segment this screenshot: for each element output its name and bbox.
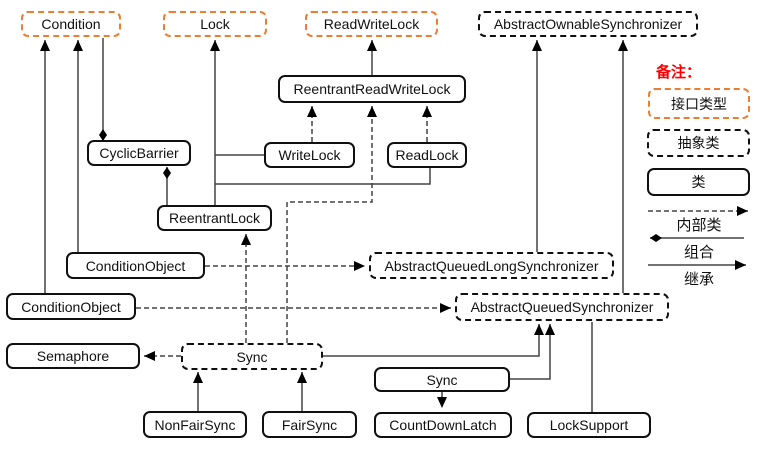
node-label: FairSync — [281, 416, 338, 433]
legend-note: 备注： — [656, 64, 702, 81]
node-label: ReadLock — [395, 147, 459, 163]
node-label: AbstractQueuedSynchronizer — [470, 299, 654, 315]
legend-inheritance-line-label: 继承 — [683, 271, 714, 288]
readlock-joins-lock-line — [215, 168, 431, 185]
legend-innerclass-line-label: 内部类 — [676, 217, 722, 234]
node-sync-abstract: Sync — [181, 343, 323, 370]
node-lock: Lock — [163, 11, 267, 37]
node-label: Semaphore — [36, 348, 110, 364]
node-label: Sync — [426, 371, 458, 388]
legend-box-legend-interface: 接口类型 — [648, 88, 750, 119]
node-cyclicbarrier: CyclicBarrier — [87, 140, 191, 166]
node-label: 类 — [691, 174, 706, 190]
node-label: CountDownLatch — [389, 417, 497, 433]
node-label: 抽象类 — [677, 135, 720, 151]
node-label: ReentrantReadWriteLock — [293, 81, 451, 97]
node-abstractqueuedsynchronizer: AbstractQueuedSynchronizer — [455, 293, 669, 321]
node-label: LockSupport — [549, 417, 629, 433]
node-label: AbstractQueuedLongSynchronizer — [384, 257, 599, 274]
node-reentrantlock: ReentrantLock — [157, 205, 272, 231]
legend-box-legend-class: 类 — [647, 168, 750, 196]
node-label: NonFairSync — [154, 416, 236, 433]
node-abstractownablesynchronizer: AbstractOwnableSynchronizer — [478, 11, 698, 37]
node-label: ReentrantLock — [168, 210, 261, 226]
legend-composition-line-label: 组合 — [683, 244, 714, 261]
node-readlock: ReadLock — [387, 142, 467, 168]
node-label: WriteLock — [278, 147, 341, 163]
node-label: ReadWriteLock — [323, 16, 420, 32]
node-label: Condition — [41, 16, 101, 32]
node-label: Lock — [200, 16, 230, 32]
node-nonfairsync: NonFairSync — [143, 411, 247, 438]
edges-group — [40, 38, 748, 412]
node-condition: Condition — [21, 11, 121, 37]
countdownlatch-sync-extends-aqs — [510, 324, 555, 380]
node-readwritelock: ReadWriteLock — [305, 11, 438, 37]
node-label: ConditionObject — [85, 257, 186, 274]
node-label: CyclicBarrier — [99, 145, 179, 161]
sync-innerclass-of-reentrantreadwritelock — [286, 106, 377, 343]
node-label: ConditionObject — [21, 298, 121, 315]
node-reentrantreadwritelock: ReentrantReadWriteLock — [278, 75, 466, 103]
node-countdownlatch: CountDownLatch — [374, 412, 512, 438]
legend-box-legend-abstract: 抽象类 — [647, 129, 750, 157]
node-label: AbstractOwnableSynchronizer — [493, 16, 683, 32]
node-writelock: WriteLock — [264, 142, 355, 168]
semaphore-sync-extends-aqs — [323, 324, 544, 357]
node-semaphore: Semaphore — [6, 343, 140, 369]
node-fairsync: FairSync — [262, 411, 357, 438]
node-label: 接口类型 — [671, 95, 727, 112]
node-sync-class: Sync — [374, 367, 510, 392]
node-conditionobject-upper: ConditionObject — [66, 252, 205, 279]
node-abstractqueuedlongsynchronizer: AbstractQueuedLongSynchronizer — [369, 252, 614, 279]
node-label: Sync — [236, 348, 268, 365]
node-locksupport: LockSupport — [527, 412, 651, 438]
node-conditionobject-lower: ConditionObject — [6, 293, 136, 320]
